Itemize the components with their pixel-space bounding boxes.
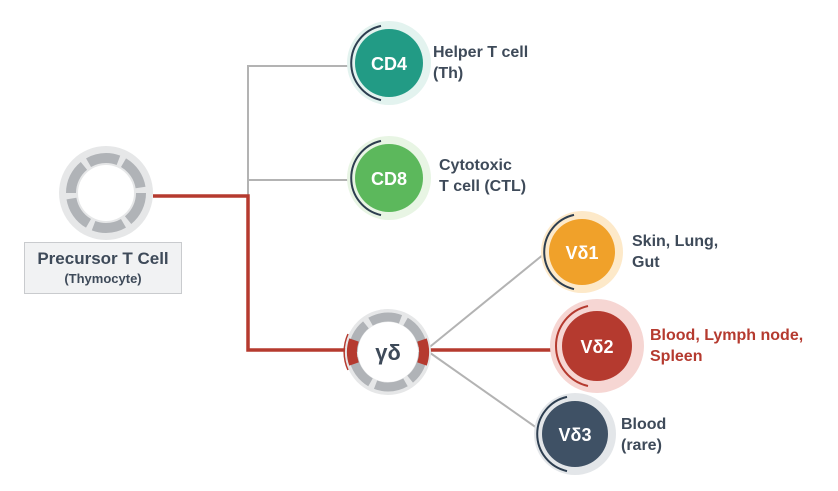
cd8-node: CD8 <box>347 136 431 220</box>
vd3-label: Vδ3 <box>559 425 592 445</box>
precursor-title: Precursor T Cell <box>37 249 169 268</box>
cd8-label: CD8 <box>371 169 407 189</box>
cd4-description: Helper T cell (Th) <box>433 42 528 84</box>
cd4-desc-line1: Helper T cell <box>433 44 529 61</box>
vd1-label: Vδ1 <box>566 243 599 263</box>
cd4-node: CD4 <box>347 21 431 105</box>
vd2-desc-line1: Blood, Lymph node, <box>650 327 804 344</box>
connector-to-vd1 <box>425 253 545 351</box>
vd2-node: Vδ2 <box>550 299 644 393</box>
gd-label: γδ <box>375 340 401 365</box>
vd2-label: Vδ2 <box>581 337 614 357</box>
gd-node: γδ <box>343 309 431 395</box>
vd1-desc-line2: Gut <box>632 254 660 271</box>
precursor-cell-icon <box>59 146 153 240</box>
cd8-description: Cytotoxic T cell (CTL) <box>439 155 526 197</box>
vd3-description: Blood (rare) <box>621 414 666 456</box>
vd3-desc-line2: (rare) <box>621 437 662 454</box>
vd2-description: Blood, Lymph node, Spleen <box>650 325 803 367</box>
vd3-desc-line1: Blood <box>621 416 667 433</box>
vd3-node: Vδ3 <box>534 393 616 475</box>
connector-to-cd4 <box>247 65 352 196</box>
vd1-desc-line1: Skin, Lung, <box>632 233 719 250</box>
vd1-node: Vδ1 <box>541 211 623 293</box>
cd4-label: CD4 <box>371 54 407 74</box>
vd1-description: Skin, Lung, Gut <box>632 231 718 273</box>
cd8-desc-line2: T cell (CTL) <box>439 178 527 195</box>
precursor-label-box: Precursor T Cell (Thymocyte) <box>24 242 182 294</box>
highlight-path-to-gd <box>153 194 352 352</box>
precursor-subtitle: (Thymocyte) <box>64 271 142 286</box>
cd4-desc-line2: (Th) <box>433 65 464 82</box>
vd2-desc-line2: Spleen <box>650 348 703 365</box>
cd8-desc-line1: Cytotoxic <box>439 157 512 174</box>
connector-to-vd3 <box>425 349 545 434</box>
